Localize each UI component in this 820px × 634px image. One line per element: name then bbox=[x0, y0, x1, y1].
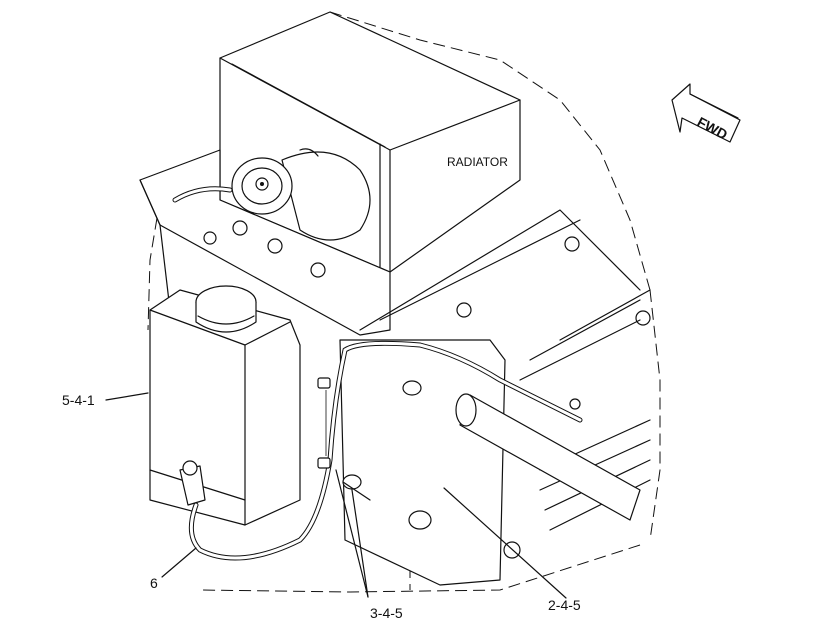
callout-clips: 3-4-5 bbox=[370, 605, 403, 621]
hose-clips bbox=[317, 377, 331, 469]
spacers bbox=[342, 380, 521, 559]
overflow-hose bbox=[172, 186, 583, 561]
callout-bracket: 2-4-5 bbox=[548, 597, 581, 613]
leader-lines bbox=[105, 392, 567, 599]
fan-motor bbox=[231, 148, 371, 241]
radiator-label: RADIATOR bbox=[447, 155, 508, 169]
tube-rod bbox=[455, 393, 641, 521]
fwd-arrow-icon: FWD bbox=[671, 83, 741, 143]
mounting-plate bbox=[139, 149, 651, 410]
coolant-reservoir bbox=[149, 285, 301, 526]
callout-reservoir: 5-4-1 bbox=[62, 392, 95, 408]
callout-hose: 6 bbox=[150, 575, 158, 591]
